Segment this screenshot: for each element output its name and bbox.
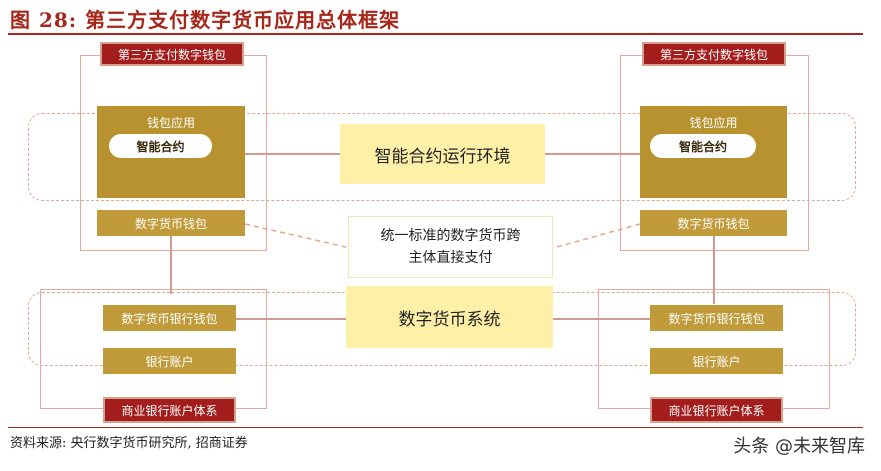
footer-rule [8, 427, 863, 428]
unified-payment-box: 统一标准的数字货币跨 主体直接支付 [348, 216, 553, 278]
left-system-connector [236, 318, 346, 320]
left-bank-account-box: 银行账户 [103, 348, 236, 374]
figure-title: 图 28: 第三方支付数字货币应用总体框架 [10, 8, 401, 32]
left-bank-wallet-box: 数字货币银行钱包 [103, 305, 236, 331]
left-contract-connector [245, 153, 340, 155]
right-wallet-app-label: 钱包应用 [689, 116, 738, 130]
watermark: 头条 @未来智库 [733, 436, 865, 457]
left-vertical-connector [170, 236, 172, 294]
unified-payment-line1: 统一标准的数字货币跨 [380, 228, 521, 244]
left-wallet-app-label: 钱包应用 [146, 116, 195, 130]
left-digital-wallet-box: 数字货币钱包 [97, 210, 245, 236]
right-bank-system-label: 商业银行账户体系 [650, 397, 783, 423]
right-bank-wallet-box: 数字货币银行钱包 [650, 305, 783, 331]
right-system-connector [553, 318, 650, 320]
right-contract-connector [545, 153, 640, 155]
right-third-party-wallet-label: 第三方支付数字钱包 [642, 42, 786, 66]
right-smart-contract-pill: 智能合约 [650, 134, 756, 158]
currency-system-box: 数字货币系统 [346, 286, 553, 348]
contract-env-band [28, 113, 856, 201]
right-digital-wallet-box: 数字货币钱包 [640, 210, 787, 236]
contract-env-box: 智能合约运行环境 [340, 124, 545, 184]
right-bank-account-box: 银行账户 [650, 348, 783, 374]
source-note: 资料来源: 央行数字货币研究所, 招商证券 [10, 436, 248, 451]
left-third-party-wallet-label: 第三方支付数字钱包 [100, 42, 244, 66]
title-rule [8, 33, 863, 35]
right-vertical-connector [713, 236, 715, 304]
left-smart-contract-pill: 智能合约 [109, 134, 212, 158]
unified-payment-line2: 主体直接支付 [408, 250, 493, 266]
left-bank-system-label: 商业银行账户体系 [103, 397, 236, 423]
